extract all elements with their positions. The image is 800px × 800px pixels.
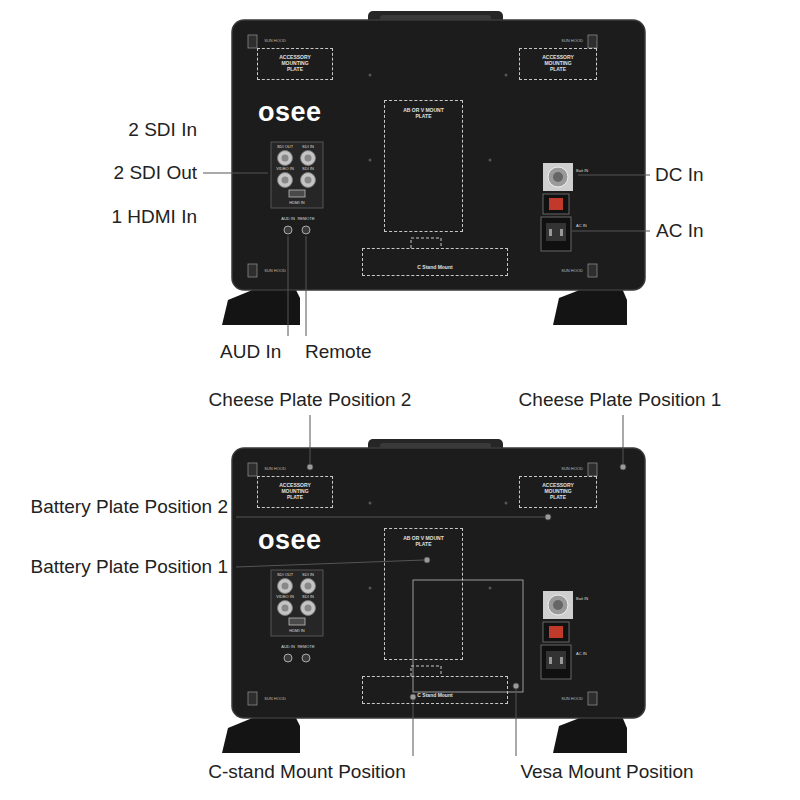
callout-label: AC In	[656, 221, 704, 242]
port-label: SDI OUT	[277, 145, 293, 149]
callout-label: Cheese Plate Position 1	[519, 390, 722, 411]
plate-label: AB OR V MOUNT PLATE	[403, 108, 445, 231]
port-label: AUD IN	[281, 217, 295, 221]
bracket-label: SUN HOOD	[561, 697, 583, 701]
port-label: SDI OUT	[277, 573, 293, 577]
port-label: REMOTE	[297, 217, 314, 221]
mounting-plate: ACCESSORY MOUNTING PLATE	[257, 476, 333, 508]
port-label: SDI IN	[302, 145, 314, 149]
mounting-plate: AB OR V MOUNT PLATE	[384, 528, 463, 660]
bracket-label: SUN HOOD	[561, 39, 583, 43]
plate-label: ACCESSORY MOUNTING PLATE	[537, 483, 579, 507]
mounting-plate: ACCESSORY MOUNTING PLATE	[519, 476, 597, 508]
bracket-label: SUN HOOD	[264, 269, 286, 273]
callout-label: Vesa Mount Position	[520, 762, 693, 783]
port-label: SDI IN	[302, 167, 314, 171]
mounting-plate: ACCESSORY MOUNTING PLATE	[519, 48, 597, 80]
bracket-label: SUN HOOD	[264, 697, 286, 701]
bracket-label: SUN HOOD	[264, 467, 286, 471]
callout-label: Cheese Plate Position 2	[209, 390, 412, 411]
port-label: AC IN	[576, 652, 587, 656]
callout-label: DC In	[655, 165, 704, 186]
mounting-plate: C Stand Mount	[362, 248, 508, 276]
callout-label: 1 HDMI In	[111, 207, 197, 228]
plate-label: AB OR V MOUNT PLATE	[403, 536, 445, 659]
plate-label: C Stand Mount	[414, 693, 456, 703]
plate-label: ACCESSORY MOUNTING PLATE	[274, 483, 316, 507]
port-label: Batt IN	[576, 597, 588, 601]
bracket-label: SUN HOOD	[264, 39, 286, 43]
callout-label: 2 SDI In	[128, 120, 197, 141]
mounting-plate: AB OR V MOUNT PLATE	[384, 100, 463, 232]
port-label: AUD IN	[281, 645, 295, 649]
port-label: HDMI IN	[289, 201, 304, 205]
port-label: VIDEO IN	[276, 595, 294, 599]
port-label: HDMI IN	[289, 629, 304, 633]
brand-logo: osee	[258, 98, 322, 128]
plate-label: C Stand Mount	[414, 265, 456, 275]
port-label: SDI IN	[302, 573, 314, 577]
callout-label: Battery Plate Position 2	[31, 497, 229, 518]
port-label: Batt IN	[576, 169, 588, 173]
callout-label: AUD In	[220, 342, 281, 363]
mounting-plate: C Stand Mount	[362, 676, 508, 704]
plate-label: ACCESSORY MOUNTING PLATE	[274, 55, 316, 79]
bracket-label: SUN HOOD	[561, 467, 583, 471]
brand-logo: osee	[258, 526, 322, 556]
callout-label: C-stand Mount Position	[208, 762, 406, 783]
callout-label: Battery Plate Position 1	[31, 557, 229, 578]
mounting-plate: ACCESSORY MOUNTING PLATE	[257, 48, 333, 80]
callout-label: Remote	[305, 342, 372, 363]
callout-label: 2 SDI Out	[114, 163, 197, 184]
port-label: SDI IN	[302, 595, 314, 599]
port-label: VIDEO IN	[276, 167, 294, 171]
port-label: AC IN	[576, 224, 587, 228]
bracket-label: SUN HOOD	[561, 269, 583, 273]
plate-label: ACCESSORY MOUNTING PLATE	[537, 55, 579, 79]
port-label: REMOTE	[297, 645, 314, 649]
